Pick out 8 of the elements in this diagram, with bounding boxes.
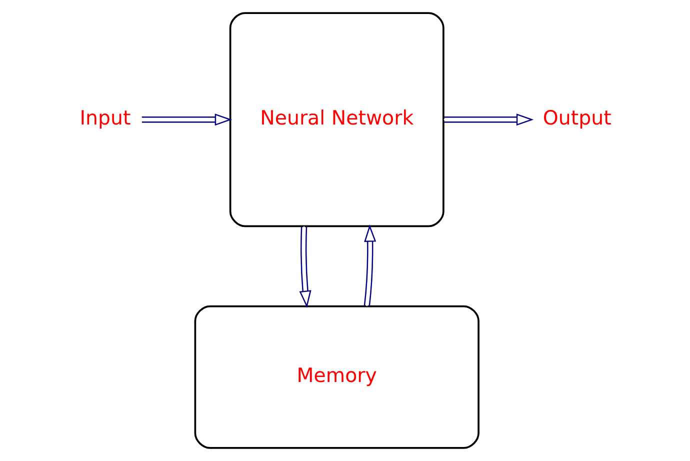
arrow xyxy=(141,114,232,126)
node-box: Memory xyxy=(194,305,479,449)
arrow xyxy=(363,224,376,306)
node-text: Output xyxy=(542,106,611,130)
arrow xyxy=(298,226,311,308)
arrow xyxy=(443,114,534,126)
node-text: Input xyxy=(79,106,130,130)
node-box: Neural Network xyxy=(228,12,444,228)
